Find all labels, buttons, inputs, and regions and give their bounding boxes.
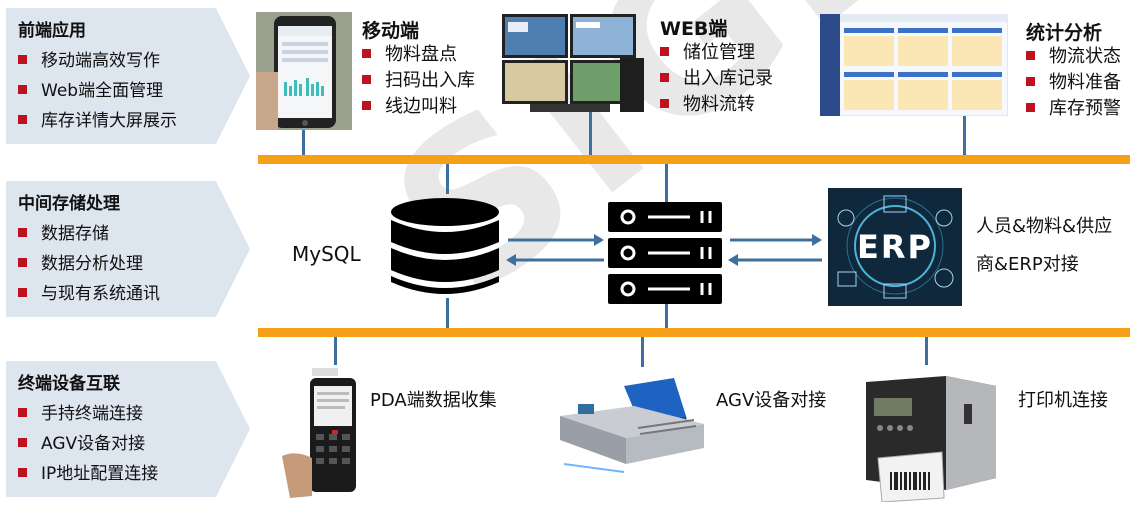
list-item: 移动端高效写作 [18, 46, 177, 76]
db-server-arrows [506, 234, 604, 266]
web-title: WEB端 [660, 18, 728, 40]
database-icon [391, 198, 499, 294]
bullet-icon [18, 228, 27, 237]
list-item: 出入库记录 [660, 66, 773, 92]
list-item: 手持终端连接 [18, 399, 158, 429]
web-list: 储位管理 出入库记录 物料流转 [660, 40, 773, 118]
connector-line [641, 337, 644, 367]
server-icon [608, 202, 722, 304]
bullet-icon [1026, 51, 1035, 60]
pda-device-image [282, 368, 356, 498]
list-item: 物料盘点 [362, 42, 475, 68]
bullet-icon [1026, 103, 1035, 112]
bullet-icon [660, 99, 669, 108]
panel-middle-storage: 中间存储处理 数据存储 数据分析处理 与现有系统通讯 [6, 181, 250, 317]
panel-title: 中间存储处理 [18, 194, 120, 214]
panel-list: 手持终端连接 AGV设备对接 IP地址配置连接 [18, 399, 158, 489]
mobile-phone-image [256, 12, 352, 130]
connector-line [446, 164, 449, 194]
bullet-icon [18, 438, 27, 447]
printer-label: 打印机连接 [1018, 390, 1108, 411]
bullet-icon [18, 85, 27, 94]
list-item: 与现有系统通讯 [18, 279, 160, 309]
panel-terminal-devices: 终端设备互联 手持终端连接 AGV设备对接 IP地址配置连接 [6, 361, 250, 497]
connector-line [446, 298, 449, 328]
list-item: 物流状态 [1026, 44, 1121, 70]
bullet-icon [1026, 77, 1035, 86]
connector-line [302, 128, 305, 158]
list-item: 物料准备 [1026, 70, 1121, 96]
bullet-icon [18, 408, 27, 417]
erp-graphic: ERP [828, 188, 962, 306]
list-item: 数据分析处理 [18, 249, 160, 279]
bullet-icon [18, 55, 27, 64]
connector-line [334, 337, 337, 365]
bullet-icon [362, 75, 371, 84]
connector-line [925, 337, 928, 365]
erp-graphic-icons [837, 195, 954, 299]
pda-label: PDA端数据收集 [370, 390, 497, 411]
connector-line [665, 164, 668, 202]
bullet-icon [660, 73, 669, 82]
list-item: Web端全面管理 [18, 76, 177, 106]
list-item: 储位管理 [660, 40, 773, 66]
connector-line [665, 303, 668, 328]
connector-line [589, 112, 592, 158]
stats-list: 物流状态 物料准备 库存预警 [1026, 44, 1121, 122]
panel-title: 终端设备互联 [18, 374, 120, 394]
erp-logo-text: ERP [857, 228, 933, 266]
erp-label-line-1: 人员&物料&供应 [976, 216, 1113, 237]
bullet-icon [18, 258, 27, 267]
panel-frontend: 前端应用 移动端高效写作 Web端全面管理 库存详情大屏展示 [6, 8, 250, 144]
list-item: 物料流转 [660, 92, 773, 118]
list-item: AGV设备对接 [18, 429, 158, 459]
list-item: 库存详情大屏展示 [18, 106, 177, 136]
panel-title: 前端应用 [18, 21, 86, 41]
top-bus-line [258, 155, 1130, 164]
web-monitors-image [502, 14, 644, 112]
stats-title: 统计分析 [1026, 22, 1103, 44]
mysql-label: MySQL [292, 242, 361, 266]
bullet-icon [362, 101, 371, 110]
list-item: 库存预警 [1026, 96, 1121, 122]
bullet-icon [18, 468, 27, 477]
list-item: 数据存储 [18, 219, 160, 249]
bullet-icon [18, 288, 27, 297]
bullet-icon [362, 49, 371, 58]
panel-list: 移动端高效写作 Web端全面管理 库存详情大屏展示 [18, 46, 177, 136]
statistics-dashboard-image [820, 14, 1008, 116]
panel-list: 数据存储 数据分析处理 与现有系统通讯 [18, 219, 160, 309]
printer-device-image [866, 376, 996, 502]
agv-device-image [560, 378, 704, 473]
mobile-title: 移动端 [362, 20, 420, 42]
list-item: IP地址配置连接 [18, 459, 158, 489]
bottom-bus-line [258, 328, 1130, 337]
mobile-list: 物料盘点 扫码出入库 线边叫料 [362, 42, 475, 120]
connector-line [963, 116, 966, 158]
erp-label-line-2: 商&ERP对接 [976, 254, 1079, 275]
server-erp-arrows [728, 234, 822, 266]
list-item: 扫码出入库 [362, 68, 475, 94]
agv-label: AGV设备对接 [716, 390, 827, 411]
list-item: 线边叫料 [362, 94, 475, 120]
bullet-icon [660, 47, 669, 56]
bullet-icon [18, 115, 27, 124]
